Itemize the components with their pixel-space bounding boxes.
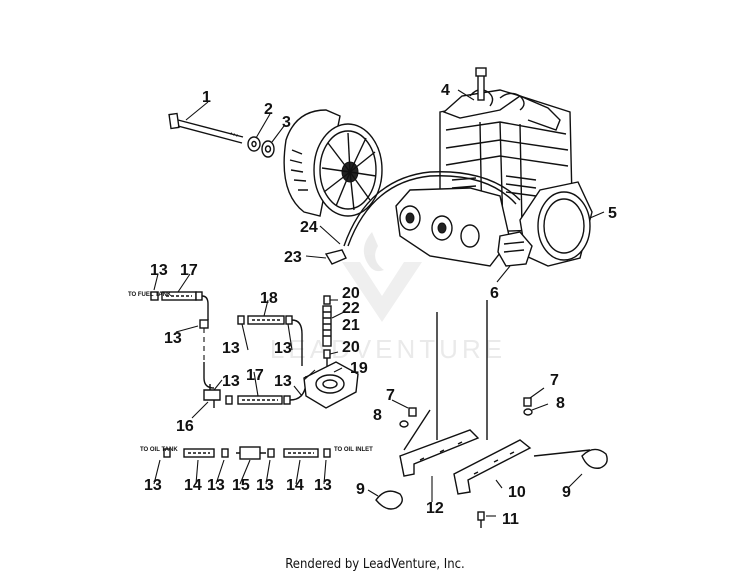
callout-13-f: 13 xyxy=(274,373,292,390)
label-to-oil-tank: TO OIL TANK xyxy=(140,447,178,453)
callout-13-j: 13 xyxy=(314,477,332,494)
part-bushing xyxy=(261,140,275,158)
callout-13-e: 13 xyxy=(222,373,240,390)
callout-8a: 8 xyxy=(373,407,382,424)
cable-24 xyxy=(343,171,521,247)
drive-clutch xyxy=(283,109,383,217)
fuel-pump-19 xyxy=(303,361,359,409)
part-bolt-long xyxy=(168,112,244,144)
callout-9b: 9 xyxy=(562,484,571,501)
mount-brackets xyxy=(375,300,608,528)
label-to-oil-inlet: TO OIL INLET xyxy=(334,447,373,453)
callout-14-a: 14 xyxy=(184,477,202,494)
callout-24: 24 xyxy=(300,219,318,236)
fuel-fitting-16 xyxy=(203,389,221,401)
engine xyxy=(395,67,593,267)
callout-13-d: 13 xyxy=(274,340,292,357)
callout-19: 19 xyxy=(350,360,368,377)
callout-11: 11 xyxy=(502,511,519,528)
callout-13-i: 13 xyxy=(256,477,274,494)
callout-10: 10 xyxy=(508,484,526,501)
footer-credit: Rendered by LeadVenture, Inc. xyxy=(285,557,465,572)
fuel-lines xyxy=(150,291,359,409)
watermark-text: LEADVENTURE xyxy=(270,334,506,364)
callout-23: 23 xyxy=(284,249,302,266)
watermark: LEADVENTURE xyxy=(270,232,506,364)
callout-5: 5 xyxy=(608,205,617,222)
callout-13-c: 13 xyxy=(222,340,240,357)
callout-12: 12 xyxy=(426,500,444,517)
callout-22: 22 xyxy=(342,300,360,317)
callout-13-g: 13 xyxy=(144,477,162,494)
label-to-fuel-tank: TO FUEL TANK xyxy=(128,292,172,298)
callout-2: 2 xyxy=(264,101,273,118)
callout-16: 16 xyxy=(176,418,194,435)
callout-8b: 8 xyxy=(556,395,565,412)
callout-6: 6 xyxy=(490,285,499,302)
oil-line xyxy=(163,446,331,460)
callout-20-a: 20 xyxy=(342,285,360,302)
callout-1: 1 xyxy=(202,89,211,106)
callout-13-a: 13 xyxy=(150,262,168,279)
callout-4: 4 xyxy=(441,82,450,99)
callout-9a: 9 xyxy=(356,481,365,498)
callout-13-b: 13 xyxy=(164,330,182,347)
leader-lines xyxy=(153,89,605,517)
callout-21: 21 xyxy=(342,317,360,334)
cable-fitting-23 xyxy=(324,249,347,265)
callout-numbers: 1 2 3 4 5 6 7 8 7 8 9 9 10 11 12 13 13 1… xyxy=(144,82,617,528)
callout-17-a: 17 xyxy=(180,262,198,279)
callout-7b: 7 xyxy=(550,372,559,389)
callout-3: 3 xyxy=(282,114,291,131)
callout-17-b: 17 xyxy=(246,367,264,384)
callout-13-h: 13 xyxy=(207,477,225,494)
callout-18: 18 xyxy=(260,290,278,307)
part-washer xyxy=(247,136,261,152)
callout-7a: 7 xyxy=(386,387,395,404)
callout-15: 15 xyxy=(232,477,250,494)
callout-20-b: 20 xyxy=(342,339,360,356)
callout-14-b: 14 xyxy=(286,477,304,494)
